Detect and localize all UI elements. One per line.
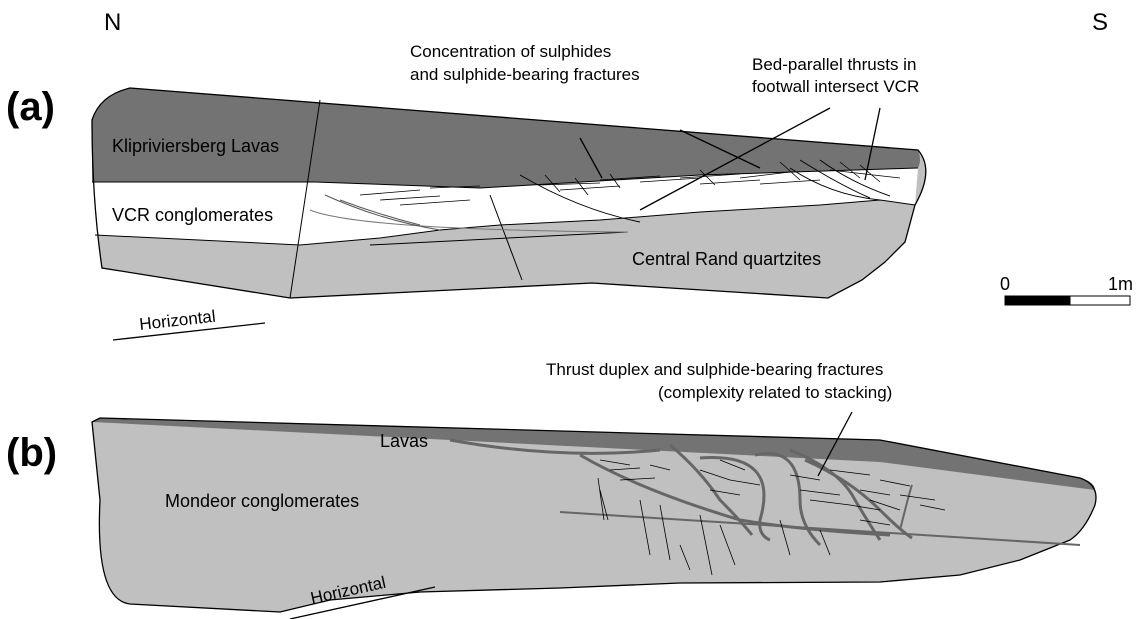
scale-bar bbox=[1005, 296, 1130, 305]
south-label: S bbox=[1092, 9, 1108, 36]
central-rand-quartzites-label: Central Rand quartzites bbox=[632, 249, 821, 269]
panel-b-section bbox=[92, 412, 1096, 612]
vcr-conglomerates-label: VCR conglomerates bbox=[112, 205, 273, 225]
sulphide-concentration-note-line2: and sulphide-bearing fractures bbox=[410, 65, 640, 84]
thrust-duplex-note-line1: Thrust duplex and sulphide-bearing fract… bbox=[546, 360, 883, 379]
scale-bar-end-label: 1m bbox=[1108, 274, 1133, 294]
panel-a-label: (a) bbox=[6, 85, 55, 129]
bed-parallel-thrusts-note-line1: Bed-parallel thrusts in bbox=[752, 55, 916, 74]
klipriviersberg-lavas-label: Klipriviersberg Lavas bbox=[112, 136, 279, 156]
bed-parallel-thrusts-note-line2: footwall intersect VCR bbox=[752, 77, 919, 96]
sulphide-concentration-note-line1: Concentration of sulphides bbox=[410, 42, 611, 61]
panel-b-lavas-label: Lavas bbox=[380, 431, 428, 451]
north-label: N bbox=[104, 9, 121, 36]
mondeor-conglomerates-label: Mondeor conglomerates bbox=[165, 491, 359, 511]
thrust-duplex-note-line2: (complexity related to stacking) bbox=[658, 383, 892, 402]
scale-bar-start-label: 0 bbox=[1000, 274, 1010, 294]
panel-b-label: (b) bbox=[6, 431, 57, 475]
